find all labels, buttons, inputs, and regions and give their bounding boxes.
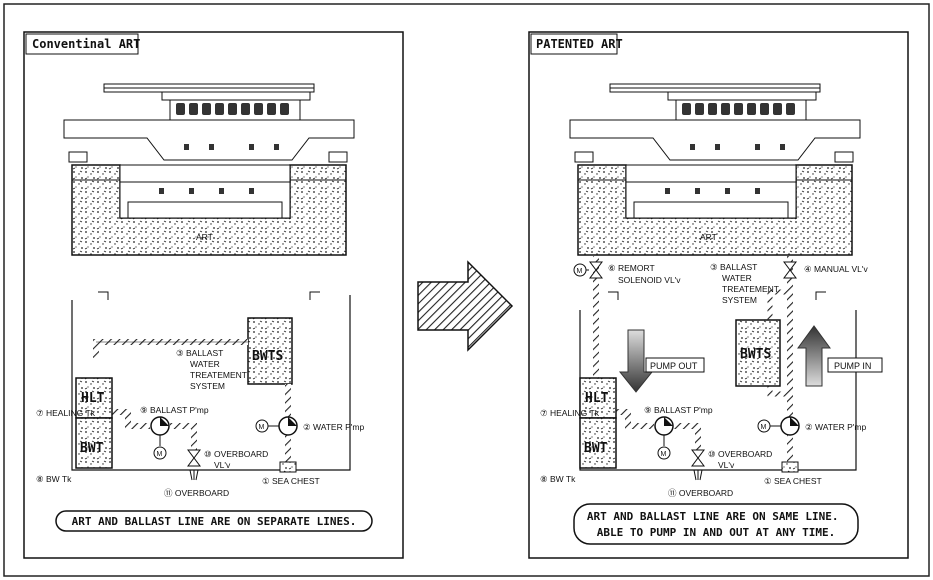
left-hlt-tank <box>75 377 113 419</box>
right-overboard-valve-label: ⑩ OVERBOARD VL'v <box>708 449 775 470</box>
left-hull-outline <box>71 295 351 471</box>
left-art-label: ART <box>196 232 213 242</box>
left-note-text: ART AND BALLAST LINE ARE ON SEPARATE LIN… <box>72 515 357 528</box>
left-ballast-motor-label: M <box>157 451 163 458</box>
left-bwts-desc: ③ BALLAST WATER TREATEMENT SYSTEM <box>176 348 249 391</box>
right-arrow-icon <box>417 260 514 352</box>
right-hlt-tank <box>579 377 617 419</box>
right-manual-valve-label: ④ MANUAL VL'v <box>804 264 868 274</box>
right-ballast-pump-label: ⑨ BALLAST P'mp <box>644 405 713 415</box>
right-overboard-valve <box>691 449 705 467</box>
left-bwts-label: BWTS <box>252 349 283 364</box>
right-solenoid-motor <box>573 263 587 277</box>
left-overboard-label: ⑪ OVERBOARD <box>164 488 229 498</box>
pump-in-label: PUMP IN <box>834 361 871 371</box>
right-water-motor-label: M <box>761 424 767 431</box>
right-ballast-motor-label: M <box>661 451 667 458</box>
right-bw-tank-label: ⑧ BW Tk <box>540 474 576 484</box>
left-panel: Conventinal ART ART BWTS HLT BWT M <box>23 31 404 559</box>
left-water-motor <box>255 419 269 433</box>
left-note-box <box>55 510 373 532</box>
left-panel-title: Conventinal ART <box>32 37 140 51</box>
right-remote-valve-label: ⑥ REMORT SOLENOID VL'v <box>608 263 681 285</box>
right-sea-chest <box>781 461 799 473</box>
right-panel-title: PATENTED ART <box>536 37 623 51</box>
right-healing-label: ⑦ HEALING Tk <box>540 408 600 418</box>
right-bwts-tank <box>735 319 781 387</box>
right-note-text: ART AND BALLAST LINE ARE ON SAME LINE. A… <box>587 510 845 539</box>
left-sea-chest-label: ① SEA CHEST <box>262 476 320 486</box>
left-bwts-tank <box>247 317 293 385</box>
right-water-pump-label: ② WATER P'mp <box>805 422 866 432</box>
pump-out-label: PUMP OUT <box>650 361 698 371</box>
right-sea-chest-label: ① SEA CHEST <box>764 476 822 486</box>
right-ballast-motor <box>657 446 671 460</box>
right-overboard-label: ⑪ OVERBOARD <box>668 488 733 498</box>
left-bwt-tank <box>75 417 113 469</box>
right-title-box <box>530 33 618 55</box>
right-hlt-label: HLT <box>585 391 609 406</box>
right-solenoid-motor-label: M <box>577 268 583 275</box>
left-overboard-valve <box>187 449 201 467</box>
left-bwt-label: BWT <box>80 441 104 456</box>
right-bwt-tank <box>579 417 617 469</box>
left-healing-label: ⑦ HEALING Tk <box>36 408 96 418</box>
right-panel: PATENTED ART ART M BWTS PUMP OUT PUM <box>528 31 909 559</box>
left-ballast-pump-label: ⑨ BALLAST P'mp <box>140 405 209 415</box>
right-water-motor <box>757 419 771 433</box>
left-overboard-valve-label: ⑩ OVERBOARD VL'v <box>204 449 271 470</box>
left-water-motor-label: M <box>259 424 265 431</box>
right-note-box <box>573 503 859 545</box>
right-remote-valve <box>589 261 603 279</box>
left-ballast-motor <box>153 446 167 460</box>
left-sea-chest <box>279 461 297 473</box>
right-bwts-desc: ③ BALLAST WATER TREATEMENT SYSTEM <box>710 262 781 305</box>
pump-in-box <box>827 357 883 373</box>
pump-in-arrow-icon <box>797 325 831 387</box>
pump-out-box <box>645 357 705 373</box>
right-bwts-label: BWTS <box>740 347 771 362</box>
right-bwt-label: BWT <box>584 441 608 456</box>
right-manual-valve <box>783 261 797 279</box>
left-bw-tank-label: ⑧ BW Tk <box>36 474 72 484</box>
left-hlt-label: HLT <box>81 391 105 406</box>
pump-out-arrow-icon <box>618 329 654 393</box>
left-water-pump-label: ② WATER P'mp <box>303 422 364 432</box>
right-art-label: ART <box>700 232 717 242</box>
left-title-box <box>25 33 139 55</box>
